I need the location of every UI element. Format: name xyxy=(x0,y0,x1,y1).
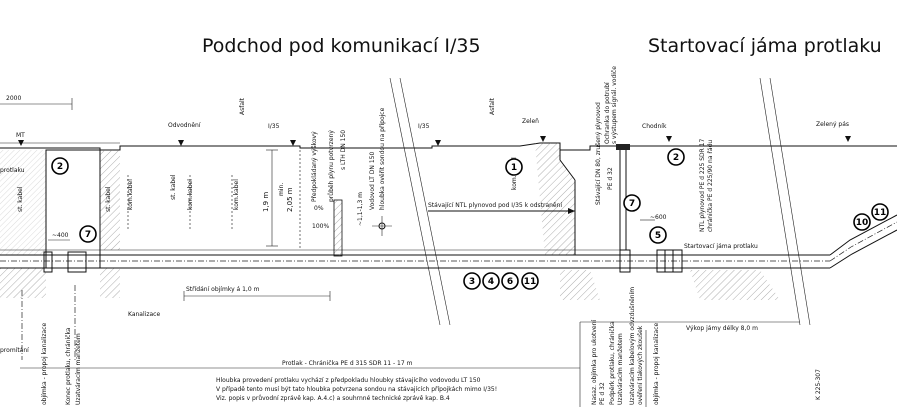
callout-11b: 11 xyxy=(871,203,889,221)
start-pit-soil xyxy=(535,143,780,300)
svg-text:2: 2 xyxy=(57,162,63,172)
label-chainage: K 225-307 xyxy=(815,369,822,400)
label-st-cable-3: st. kabel xyxy=(170,174,177,200)
label-mt: MT xyxy=(16,132,25,139)
label-sidewalk: Chodník xyxy=(642,123,667,130)
callout-5: 5 xyxy=(649,226,667,244)
svg-text:2: 2 xyxy=(673,153,679,163)
label-i35-b: I/35 xyxy=(418,123,430,130)
svg-text:4: 4 xyxy=(488,277,494,287)
label-kom-cable-2: kom.kabel xyxy=(187,179,194,210)
label-ntl-1: NTL plynovod PE d 225 SDR 17 xyxy=(699,138,706,232)
label-kom-cable-1: kom.kabel xyxy=(127,179,134,210)
section-cut-lines xyxy=(389,77,811,326)
soil-left xyxy=(0,150,120,298)
label-clamps: Střídání objímky á 1,0 m xyxy=(186,286,260,293)
ground-surface xyxy=(0,142,897,151)
label-st-cable-2: st. kabel xyxy=(105,186,112,212)
label-channel: Kanalizace xyxy=(128,311,160,318)
label-promitani: promítání xyxy=(0,347,29,354)
label-prerez-2: průběh plynu potvrzený xyxy=(328,130,335,202)
label-depth-205: 2,05 m xyxy=(286,187,294,212)
label-400: ~400 xyxy=(52,232,69,239)
label-vert-5: Uzatváracím kabelovým odvzdušněním xyxy=(629,287,636,405)
label-prerez-3: s LTH DN 150 xyxy=(340,130,347,170)
label-i35-a: I/35 xyxy=(268,123,280,130)
callout-3: 3 xyxy=(463,272,481,290)
svg-text:7: 7 xyxy=(629,199,635,209)
callout-2a: 2 xyxy=(51,157,69,175)
label-left-v3: Uzatváracím manžetem xyxy=(75,333,82,405)
label-vert-7: objímka - propoj kanalizace xyxy=(653,322,660,405)
callout-1: 1 xyxy=(505,158,523,176)
label-gas-note: Stávající NTL plynovod pod I/35 k odstra… xyxy=(428,202,562,209)
callout-11a: 11 xyxy=(521,272,539,290)
main-pipe xyxy=(0,214,897,273)
label-note-1: Hloubka provedení protlaku vychází z pře… xyxy=(216,377,481,384)
label-vert-4: Uzatváracím manžetem xyxy=(617,333,624,405)
gas-line xyxy=(428,208,575,214)
callout-6: 6 xyxy=(501,272,519,290)
label-pct0: 0% xyxy=(314,205,324,212)
svg-text:11: 11 xyxy=(874,208,887,218)
label-pit-depth: Výkop jámy délky 8,0 m xyxy=(686,325,758,332)
label-vert-6: ověření tlakových zkoušek xyxy=(637,325,644,405)
label-pe32: PE d 32 xyxy=(607,167,614,190)
svg-text:6: 6 xyxy=(507,277,513,287)
label-st-cable-1: st. kabel xyxy=(17,186,24,212)
label-start-pit: Startovací jáma protlaku xyxy=(684,243,758,250)
dimension-lines xyxy=(0,98,800,407)
svg-text:5: 5 xyxy=(655,231,661,241)
label-pct100: 100% xyxy=(312,223,329,230)
label-pipe-jacking: Protlak - Chránička PE d 315 SDR 11 - 17… xyxy=(282,360,413,367)
label-ntl-2: chránička PE d 225/90 na řádu xyxy=(707,140,714,232)
label-vert-1: Nasaz. objímka pro ukotvení xyxy=(591,320,598,405)
label-asphalt-2: Asfalt xyxy=(489,97,496,115)
label-water-2: hloubka ověřit sondou na přípojce xyxy=(379,107,386,210)
svg-text:7: 7 xyxy=(85,230,91,240)
label-prerez-1: Předpokládaný výškový xyxy=(311,131,318,202)
callout-4: 4 xyxy=(482,272,500,290)
label-note-3: Viz. popis v průvodní zprávě kap. A.4.c)… xyxy=(216,395,450,402)
svg-text:10: 10 xyxy=(856,218,869,228)
title-start-pit: Startovací jáma protlaku xyxy=(648,35,882,57)
label-depth-19: 1,9 m xyxy=(262,192,270,212)
label-steel-1: Stávající DN 80, zrušený plynovod xyxy=(595,102,602,205)
label-depth-range: ~1,1-1,3 m xyxy=(357,192,364,226)
label-vert-2: PE d 32 xyxy=(599,382,606,405)
label-water-1: Vodovod LT DN 150 xyxy=(369,152,376,210)
svg-text:1: 1 xyxy=(511,163,517,173)
surface-markers xyxy=(18,136,851,146)
svg-text:11: 11 xyxy=(524,277,537,287)
label-vert-3: Podpěrk protlaku, chránička xyxy=(609,321,616,405)
label-dumping: Odvodnění xyxy=(168,122,201,129)
title-underpass: Podchod pod komunikací I/35 xyxy=(202,35,481,57)
svg-text:3: 3 xyxy=(469,277,475,287)
water-pipe-section xyxy=(333,199,392,257)
label-left-v1: objímka - propoj kanalizace xyxy=(41,322,48,405)
label-asphalt-1: Asfalt xyxy=(239,97,246,115)
label-min: min. xyxy=(278,183,285,196)
label-green-strip: Zelený pás xyxy=(816,121,849,128)
label-steel-2: Ochranka do potrubí xyxy=(604,82,611,144)
label-kom-cable-3: kom.kabel xyxy=(233,179,240,210)
callout-10: 10 xyxy=(853,213,871,231)
label-greenery: Zeleň xyxy=(522,118,539,125)
callout-7a: 7 xyxy=(79,225,97,243)
label-steel-3: s výstupem signál. vodiče xyxy=(611,66,618,144)
label-2000: 2000 xyxy=(6,95,21,102)
label-note-2: V případě tento musí být tato hloubka po… xyxy=(216,386,497,393)
label-600: ~600 xyxy=(650,214,667,221)
callout-2b: 2 xyxy=(667,148,685,166)
label-left-v2: Konec protlaku, chránička xyxy=(65,327,72,405)
label-protlaku-left: protlaku xyxy=(0,167,25,174)
callout-7b: 7 xyxy=(623,194,641,212)
